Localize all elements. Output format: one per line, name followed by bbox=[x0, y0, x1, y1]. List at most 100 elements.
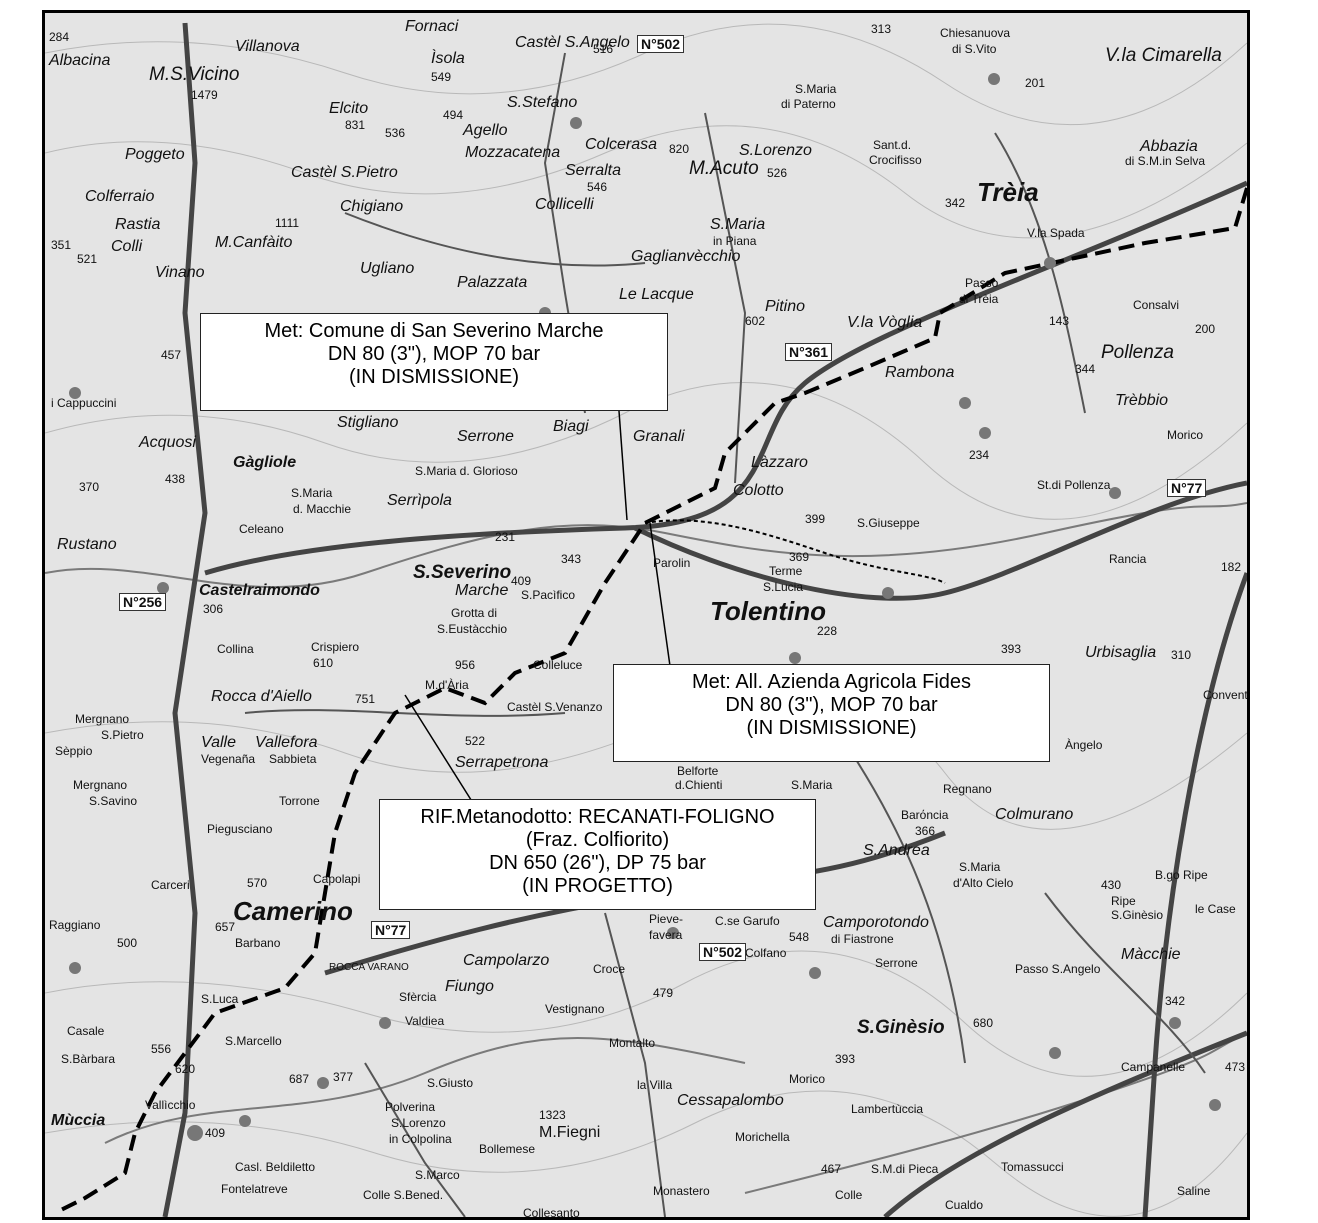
place-macchie: Màcchie bbox=[1121, 946, 1181, 963]
place-marche: Marche bbox=[455, 582, 509, 599]
place-gaglianvecchio: Gaglianvècchio bbox=[631, 248, 741, 265]
place-colferraio: Colferraio bbox=[85, 188, 155, 205]
place-camerino: Camerino bbox=[233, 896, 353, 926]
place-vallefora: Vallefora bbox=[255, 734, 318, 751]
place-pollenza: Pollenza bbox=[1101, 342, 1174, 363]
place-capolapiaggia: Capolapi bbox=[313, 872, 361, 886]
elev-351: 351 bbox=[51, 238, 72, 252]
place-s-pietro: S.Pietro bbox=[101, 728, 144, 742]
place-m-s-vicino: M.S.Vicino bbox=[149, 64, 240, 85]
place-valle: Valle bbox=[201, 734, 236, 751]
place-s-maria-alto: S.Maria bbox=[959, 860, 1001, 874]
place-casl-beldiletto: Casl. Beldiletto bbox=[235, 1160, 316, 1174]
place-consalvi: Consalvi bbox=[1133, 298, 1180, 312]
elev-610: 610 bbox=[313, 656, 334, 670]
place-isola: Ìsola bbox=[431, 50, 465, 67]
place-albacina: Albacina bbox=[49, 52, 111, 69]
place-terme: Terme bbox=[769, 564, 803, 578]
elev-342b: 342 bbox=[1165, 994, 1186, 1008]
place-s-ginesio-b: S.Ginèsio bbox=[1111, 908, 1164, 922]
place-cualdo: Cualdo bbox=[945, 1198, 984, 1212]
elev-393: 393 bbox=[1001, 642, 1022, 656]
place-ugliano: Ugliano bbox=[360, 260, 415, 277]
place-poggeto: Poggeto bbox=[125, 146, 185, 163]
place-s-marco: S.Marco bbox=[415, 1168, 460, 1182]
place-serrapetrona: Serrapetrona bbox=[455, 754, 549, 771]
place-s-giusto: S.Giusto bbox=[427, 1076, 474, 1090]
place-stigliano: Stigliano bbox=[337, 414, 399, 431]
place-castel-s-angelo: Castèl S.Angelo bbox=[515, 34, 630, 51]
place-abbazia: Abbazia bbox=[1140, 138, 1198, 155]
place-convento: Convento bbox=[1203, 688, 1250, 702]
elev-956: 956 bbox=[455, 658, 476, 672]
place-colli: Colli bbox=[111, 238, 143, 255]
place-m-canfaito: M.Canfàito bbox=[215, 234, 293, 251]
place-carceri: Carceri bbox=[151, 878, 190, 892]
callout-san-severino-spec: DN 80 (3"), MOP 70 bar bbox=[327, 343, 541, 365]
callout-leaders bbox=[404, 410, 671, 804]
callout-recanati-foligno: RIF.Metanodotto: RECANATI-FOLIGNO (Fraz.… bbox=[379, 799, 816, 910]
elev-369: 369 bbox=[789, 550, 810, 564]
place-rustano: Rustano bbox=[57, 536, 117, 553]
callout-fides-status: (IN DISMISSIONE) bbox=[746, 717, 917, 739]
road-n77-bottom: N°77 bbox=[371, 921, 411, 939]
place-valdiea: Valdiea bbox=[405, 1014, 445, 1028]
elev-182: 182 bbox=[1221, 560, 1242, 574]
place-castel-s-venanzo: Castèl S.Venanzo bbox=[507, 700, 603, 714]
place-morichella: Morichella bbox=[735, 1130, 790, 1144]
place-trebbio: Trèbbio bbox=[1115, 392, 1169, 409]
place-regnano: Regnano bbox=[943, 782, 992, 796]
place-s-maria-b: S.Maria bbox=[791, 778, 833, 792]
elev-284: 284 bbox=[49, 30, 70, 44]
elev-620: 620 bbox=[175, 1062, 196, 1076]
place-serrone: Serrone bbox=[457, 428, 514, 445]
place-angelo: Àngelo bbox=[1065, 738, 1103, 752]
elev-342: 342 bbox=[945, 196, 966, 210]
elev-516: 516 bbox=[593, 42, 614, 56]
elev-228: 228 bbox=[817, 624, 838, 638]
elev-234: 234 bbox=[969, 448, 990, 462]
elev-200: 200 bbox=[1195, 322, 1216, 336]
place-s-andrea: S.Andrea bbox=[863, 842, 930, 859]
place-serralta: Serralta bbox=[565, 162, 622, 179]
callout-recanati-location: (Fraz. Colfiorito) bbox=[525, 829, 670, 851]
place-in-piana: in Piana bbox=[713, 234, 757, 248]
elev-680: 680 bbox=[973, 1016, 994, 1030]
place-s-maria-macchie: S.Maria bbox=[291, 486, 333, 500]
place-campanelle: Campanelle bbox=[1121, 1060, 1186, 1074]
place-lambertuccia: Lambertùccia bbox=[851, 1102, 924, 1116]
elev-1323: 1323 bbox=[539, 1108, 566, 1122]
elev-751: 751 bbox=[355, 692, 376, 706]
elev-536: 536 bbox=[385, 126, 406, 140]
callout-recanati-title: RIF.Metanodotto: RECANATI-FOLIGNO bbox=[420, 806, 775, 828]
place-colleluce: Colleluce bbox=[533, 658, 583, 672]
elev-231: 231 bbox=[495, 530, 516, 544]
roads bbox=[162, 22, 1247, 1217]
place-cessapalombo: Cessapalombo bbox=[677, 1092, 784, 1109]
elev-313: 313 bbox=[871, 22, 892, 36]
elev-399: 399 bbox=[805, 512, 826, 526]
place-polverina: Polverina bbox=[385, 1100, 436, 1114]
road-n77-right: N°77 bbox=[1167, 479, 1207, 497]
place-rambona: Rambona bbox=[885, 364, 955, 381]
road-n502-bottom: N°502 bbox=[699, 943, 747, 961]
place-i-cappuccini: i Cappuccini bbox=[51, 396, 117, 410]
place-elcito: Elcito bbox=[329, 100, 369, 117]
place-crispiero: Crispiero bbox=[311, 640, 360, 654]
callout-fides-spec: DN 80 (3"), MOP 70 bar bbox=[725, 694, 938, 716]
road-n361: N°361 bbox=[785, 343, 833, 361]
callout-san-severino-status: (IN DISMISSIONE) bbox=[348, 366, 519, 388]
place-acquosi: Acquosi bbox=[139, 434, 196, 451]
place-camporotondo: Camporotondo bbox=[823, 914, 929, 931]
place-chiesanuova: Chiesanuova bbox=[940, 26, 1011, 40]
place-fiungo: Fiungo bbox=[445, 978, 494, 995]
elev-831: 831 bbox=[345, 118, 366, 132]
elev-457: 457 bbox=[161, 348, 182, 362]
elev-438: 438 bbox=[165, 472, 186, 486]
place-collina: Collina bbox=[217, 642, 254, 656]
place-celeano: Celeano bbox=[239, 522, 284, 536]
place-casale: Casale bbox=[67, 1024, 105, 1038]
place-bollemese: Bollemese bbox=[479, 1142, 536, 1156]
place-le-case: le Case bbox=[1195, 902, 1236, 916]
place-torrone: Torrone bbox=[279, 794, 320, 808]
